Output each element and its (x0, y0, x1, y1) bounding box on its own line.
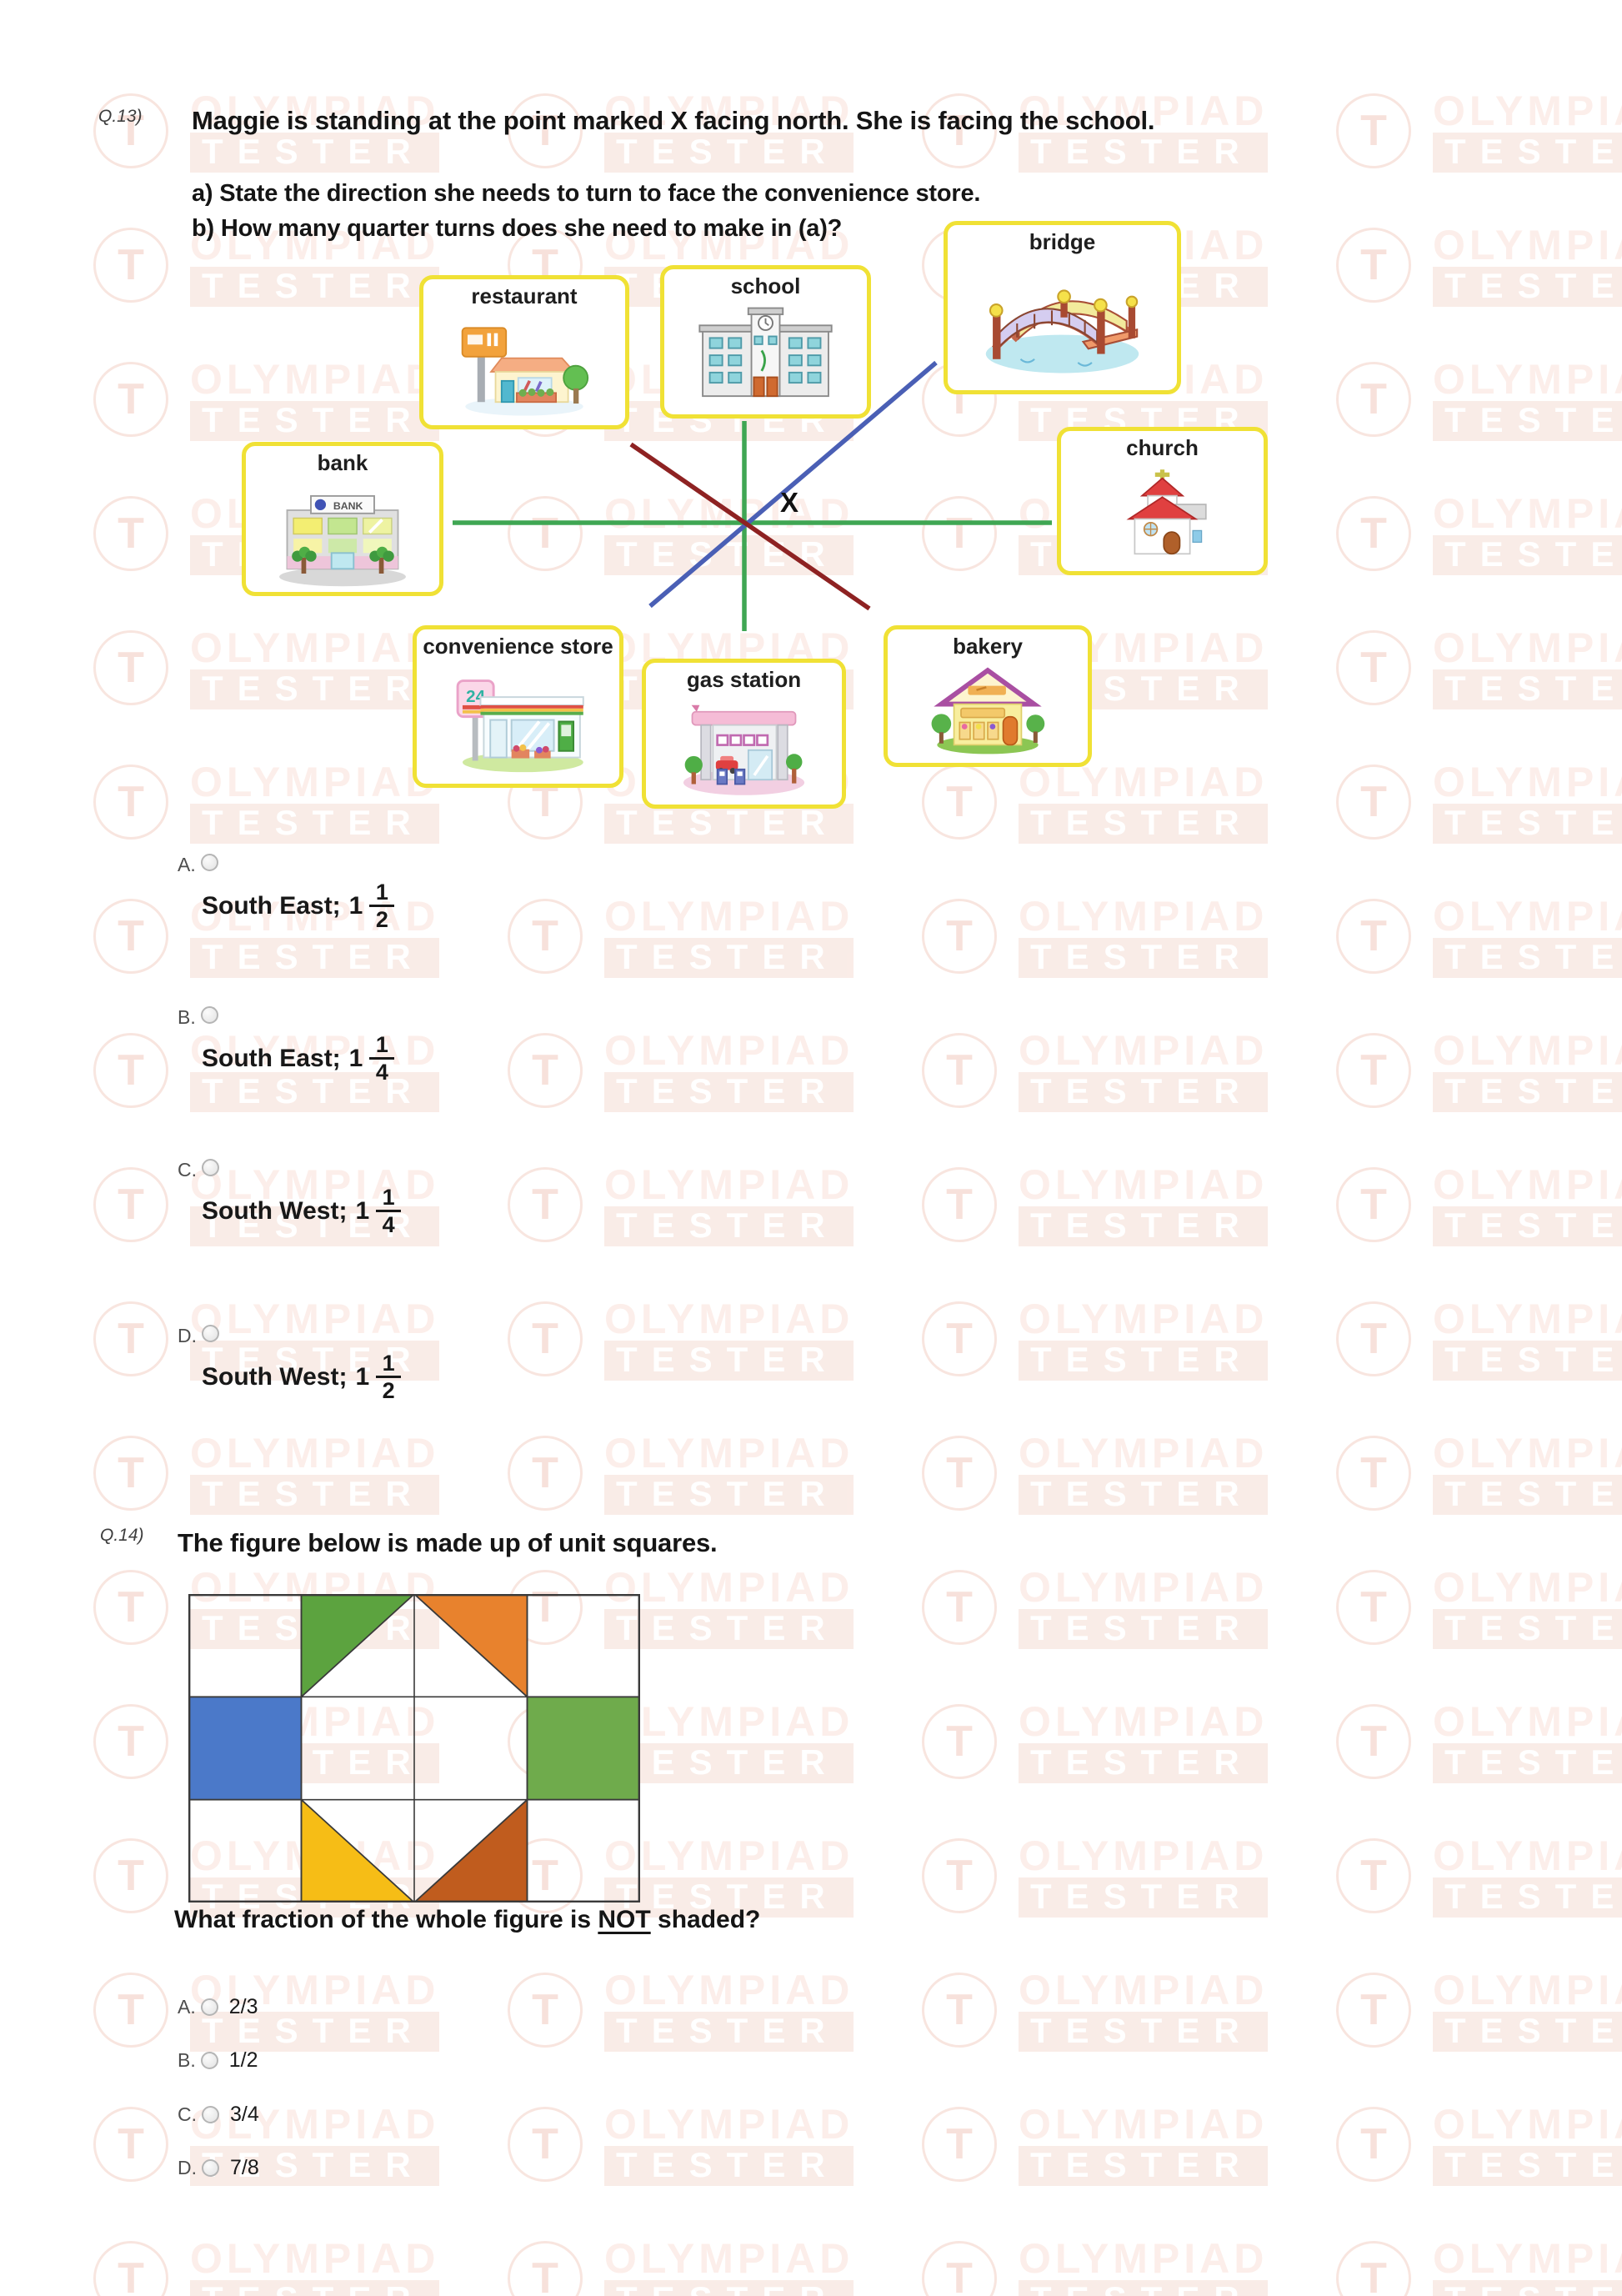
option-radio[interactable] (200, 1006, 218, 1024)
option-direction: South West; (202, 1362, 348, 1391)
option-fraction: 1 2 (376, 1351, 402, 1403)
option-letter: A. (178, 1996, 196, 2018)
option-radio[interactable] (200, 2052, 218, 2069)
fraction-bar (369, 1057, 395, 1060)
bridge-icon (948, 254, 1177, 390)
option-letter: D. (178, 1325, 197, 1346)
option-radio[interactable] (202, 1159, 219, 1176)
bank-icon: BANK (246, 475, 439, 592)
option-whole-number: 1 (355, 1196, 370, 1225)
school-label: school (730, 273, 801, 298)
restaurant-icon (423, 308, 625, 425)
option-text: South East; 1 1 2 (202, 880, 395, 932)
church-icon (1061, 460, 1264, 571)
bridge-label: bridge (1029, 229, 1096, 254)
fraction-bar (369, 905, 395, 907)
question-13-number: Q.13) (98, 107, 143, 126)
fraction-denominator: 4 (375, 1060, 388, 1085)
bakery-label: bakery (953, 634, 1023, 659)
church-label: church (1126, 435, 1199, 460)
restaurant-label: restaurant (471, 283, 578, 308)
option-letter: C. (178, 1159, 197, 1181)
q13-option-c: C. South West; 1 1 4 (178, 1159, 402, 1237)
map-place-bank: bank BANK (242, 442, 443, 596)
shaded-square (188, 1696, 303, 1801)
map-place-gas-station: gas station (642, 659, 846, 809)
option-radio[interactable] (202, 2106, 219, 2123)
map-place-bridge: bridge (944, 221, 1181, 394)
fraction-numerator: 1 (375, 1032, 388, 1057)
option-letter: A. (178, 854, 196, 875)
gas-station-icon (646, 692, 842, 805)
option-radio[interactable] (200, 1998, 218, 2016)
question-13-sub-a: a) State the direction she needs to turn… (192, 180, 981, 207)
option-letter: C. (178, 2103, 197, 2125)
map-place-church: church (1057, 427, 1268, 575)
q14-option-a: A. 2/3 (178, 1995, 258, 2019)
option-direction: South East; (202, 891, 341, 920)
fraction-denominator: 4 (382, 1212, 395, 1237)
bakery-icon (888, 659, 1088, 763)
q13-option-d: D. South West; 1 1 2 (178, 1325, 402, 1403)
unit-squares-figure (188, 1594, 640, 1902)
fraction-numerator: 1 (382, 1185, 395, 1210)
northwest-southeast-road (629, 442, 871, 611)
map-place-school: school (660, 265, 871, 419)
option-letter: D. (178, 2157, 197, 2178)
gas-station-label: gas station (686, 667, 802, 692)
fraction-denominator: 2 (375, 907, 388, 932)
option-text: South West; 1 1 4 (202, 1185, 402, 1237)
option-radio[interactable] (202, 2159, 219, 2177)
option-value: 1/2 (228, 2048, 258, 2072)
option-radio[interactable] (200, 854, 218, 871)
prompt-not-emphasis: NOT (598, 1906, 651, 1933)
question-13-sub-b: b) How many quarter turns does she need … (192, 215, 843, 242)
shaded-triangle (300, 1797, 416, 1902)
shaded-square (526, 1696, 640, 1801)
shaded-triangle (300, 1594, 416, 1699)
option-fraction: 1 2 (369, 880, 395, 932)
option-fraction: 1 4 (376, 1185, 402, 1237)
svg-text:BANK: BANK (333, 500, 363, 512)
question-14-number: Q.14) (100, 1526, 144, 1545)
option-value: 3/4 (230, 2103, 259, 2126)
q14-option-c: C. 3/4 (178, 2103, 259, 2127)
map-place-convenience-store: convenience store 24 (413, 625, 623, 788)
option-radio[interactable] (202, 1325, 219, 1342)
shaded-triangle (413, 1594, 528, 1699)
option-direction: South East; (202, 1044, 341, 1072)
option-whole-number: 1 (348, 891, 363, 920)
fraction-numerator: 1 (382, 1351, 395, 1376)
fraction-numerator: 1 (375, 880, 388, 905)
option-value: 7/8 (230, 2156, 259, 2179)
map-x-marker: X (780, 487, 799, 518)
map-place-restaurant: restaurant (419, 275, 629, 429)
q14-option-d: D. 7/8 (178, 2156, 259, 2180)
prompt-prefix: What fraction of the whole figure is (174, 1906, 598, 1933)
bank-label: bank (317, 450, 368, 475)
map-place-bakery: bakery (884, 625, 1092, 767)
option-direction: South West; (202, 1196, 348, 1225)
option-letter: B. (178, 1006, 196, 1028)
q13-option-b: B. South East; 1 1 4 (178, 1006, 395, 1085)
option-whole-number: 1 (355, 1362, 370, 1391)
option-value: 2/3 (228, 1995, 258, 2018)
convenience-store-icon: 24 (417, 659, 619, 784)
q14-option-b: B. 1/2 (178, 2048, 258, 2073)
prompt-suffix: shaded? (650, 1906, 761, 1933)
option-letter: B. (178, 2049, 196, 2071)
school-icon (664, 298, 867, 414)
q13-option-a: A. South East; 1 1 2 (178, 854, 395, 932)
option-fraction: 1 4 (369, 1032, 395, 1085)
question-13-text: Maggie is standing at the point marked X… (192, 106, 1155, 135)
option-whole-number: 1 (348, 1044, 363, 1072)
fraction-denominator: 2 (382, 1378, 395, 1403)
option-text: South West; 1 1 2 (202, 1351, 402, 1403)
option-text: South East; 1 1 4 (202, 1032, 395, 1085)
convenience-store-label: convenience store (423, 634, 613, 659)
question-14-prompt: What fraction of the whole figure is NOT… (174, 1906, 760, 1934)
shaded-triangle (413, 1797, 528, 1902)
question-14-text: The figure below is made up of unit squa… (178, 1528, 718, 1557)
